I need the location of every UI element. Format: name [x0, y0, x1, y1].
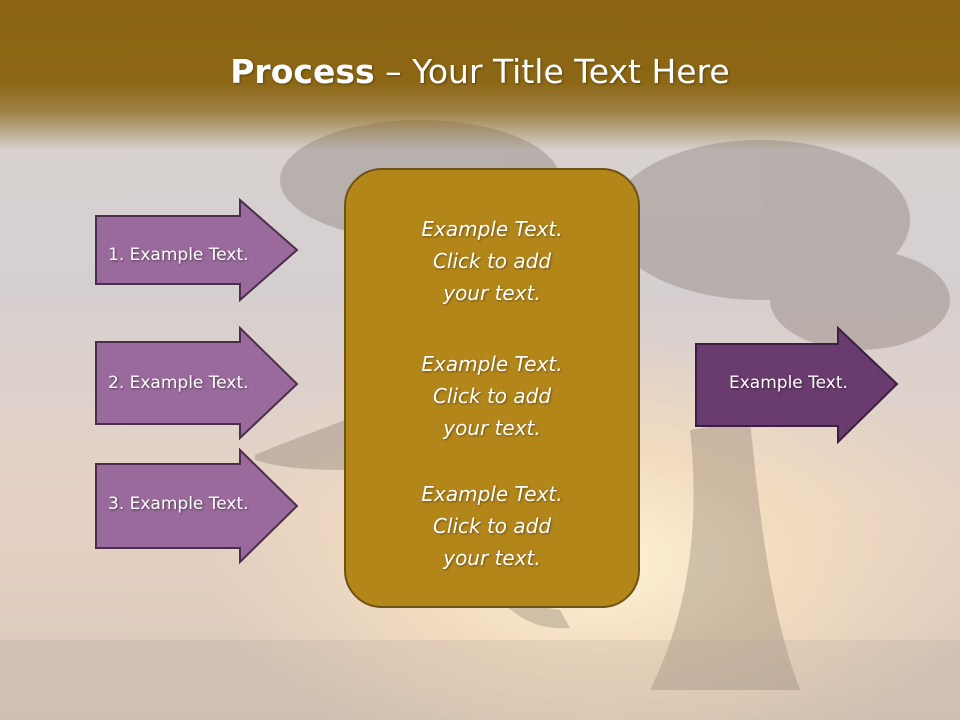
arrow-shape-2[interactable]	[94, 326, 300, 440]
arrow-shape-3[interactable]	[94, 448, 300, 564]
center-text-line: your text.	[443, 281, 541, 305]
center-box[interactable]	[344, 168, 640, 608]
title-bold: Process	[230, 52, 375, 91]
slide-title[interactable]: Process – Your Title Text Here	[0, 52, 960, 91]
arrow-label-3: 3. Example Text.	[108, 494, 249, 514]
title-rest: – Your Title Text Here	[374, 52, 730, 91]
center-text-block-1[interactable]: Example Text. Click to add your text.	[344, 213, 640, 309]
center-text-line: your text.	[443, 416, 541, 440]
center-text-line: Example Text.	[421, 352, 563, 376]
arrow-shape-right[interactable]	[694, 326, 900, 444]
arrow-label-right: Example Text.	[729, 373, 848, 393]
arrow-label-2: 2. Example Text.	[108, 373, 249, 393]
center-text-line: Click to add	[432, 249, 552, 273]
center-text-block-3[interactable]: Example Text. Click to add your text.	[344, 478, 640, 574]
center-text-line: Click to add	[432, 514, 552, 538]
center-text-line: Example Text.	[421, 482, 563, 506]
arrow-shape-1[interactable]	[94, 198, 300, 302]
center-text-line: your text.	[443, 546, 541, 570]
title-bar	[0, 0, 960, 150]
center-text-block-2[interactable]: Example Text. Click to add your text.	[344, 348, 640, 444]
center-text-line: Example Text.	[421, 217, 563, 241]
center-text-line: Click to add	[432, 384, 552, 408]
arrow-label-1: 1. Example Text.	[108, 245, 249, 265]
